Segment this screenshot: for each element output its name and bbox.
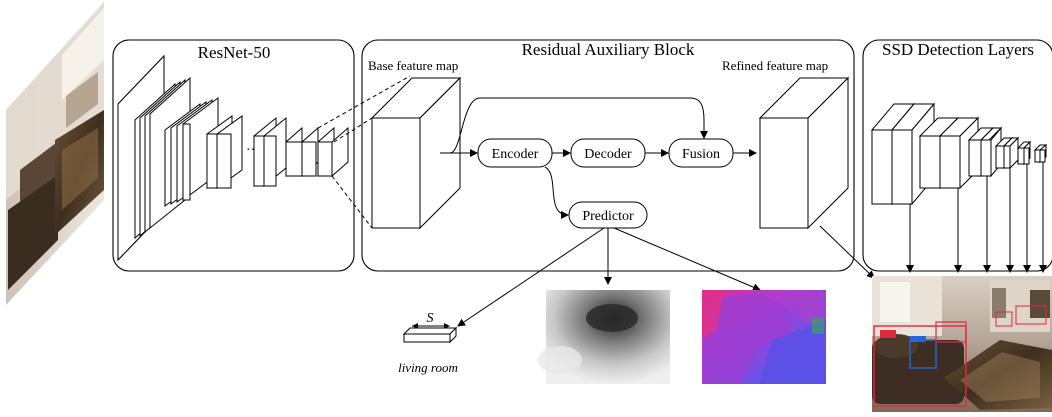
scene-symbol: S (427, 311, 434, 326)
refined-feature-map (758, 76, 850, 230)
arrow-skip-to-fusion (449, 97, 708, 154)
scene-class-output: S living room (398, 311, 458, 375)
projection-line-top (317, 75, 411, 129)
resnet-layers: ··· (117, 54, 349, 262)
projection-line-mid (333, 117, 373, 143)
arrow-predictor-to-scene (457, 227, 605, 327)
detection-stage-title: SSD Detection Layers (882, 40, 1034, 59)
encoder-label: Encoder (492, 147, 539, 162)
ssd-layers (870, 102, 1048, 206)
input-image (6, 2, 104, 305)
depth-map-output (538, 290, 670, 384)
projection-line-bottom (331, 175, 373, 229)
auxiliary-stage-title: Residual Auxiliary Block (522, 40, 695, 59)
surface-normal-output (702, 290, 826, 384)
predictor-label: Predictor (582, 209, 634, 224)
arrow-predictor-to-normal (613, 227, 761, 291)
base-feature-map-label: Base feature map (368, 58, 458, 73)
backbone-stage-title: ResNet-50 (198, 43, 271, 62)
refined-feature-map-label: Refined feature map (722, 58, 828, 73)
scene-label: living room (398, 360, 458, 375)
decoder-label: Decoder (584, 147, 632, 162)
detection-result-image (872, 276, 1052, 412)
arrow-refined-to-detection (819, 225, 875, 279)
fusion-label: Fusion (682, 147, 720, 162)
arrow-encoder-to-predictor (544, 166, 569, 219)
backbone-stage-box (112, 39, 355, 272)
